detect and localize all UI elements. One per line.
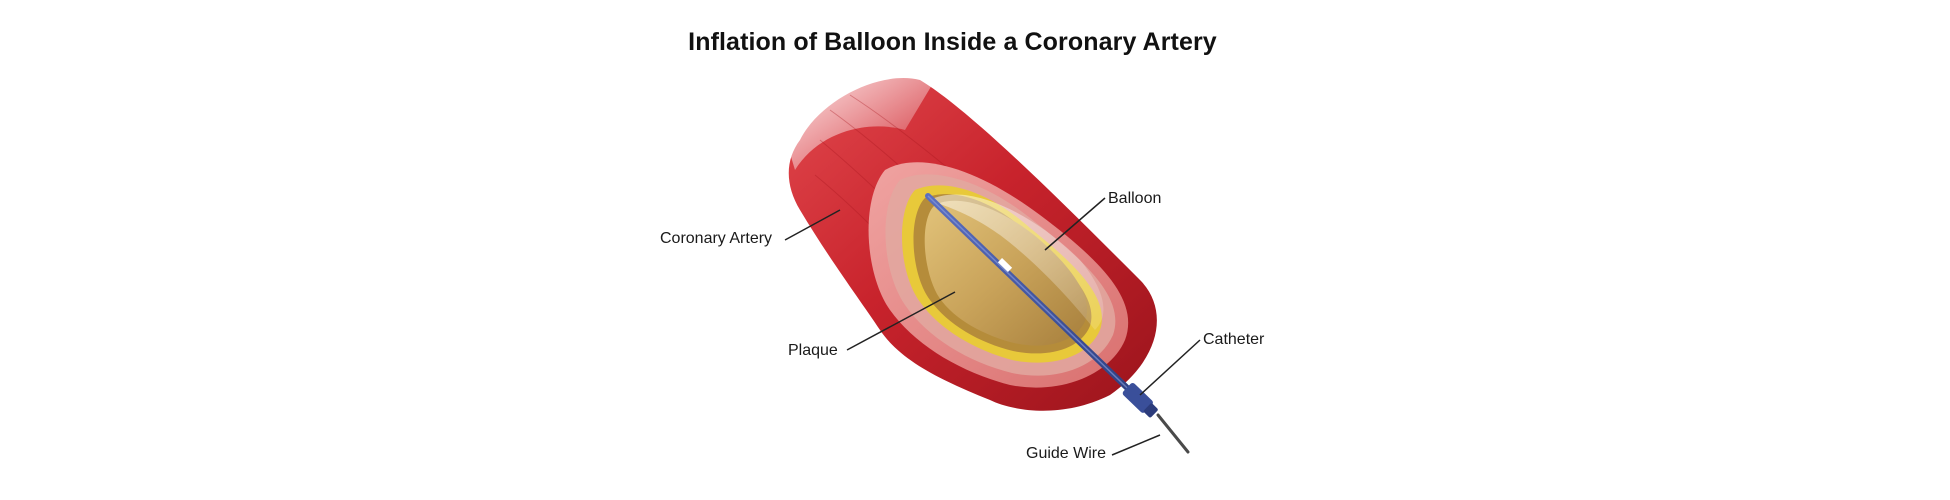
label-catheter: Catheter (1203, 331, 1265, 348)
label-coronary-artery: Coronary Artery (660, 230, 773, 247)
label-balloon: Balloon (1108, 190, 1162, 207)
diagram-title: Inflation of Balloon Inside a Coronary A… (688, 28, 1217, 56)
label-plaque: Plaque (788, 342, 838, 359)
label-guide-wire: Guide Wire (1026, 445, 1107, 462)
